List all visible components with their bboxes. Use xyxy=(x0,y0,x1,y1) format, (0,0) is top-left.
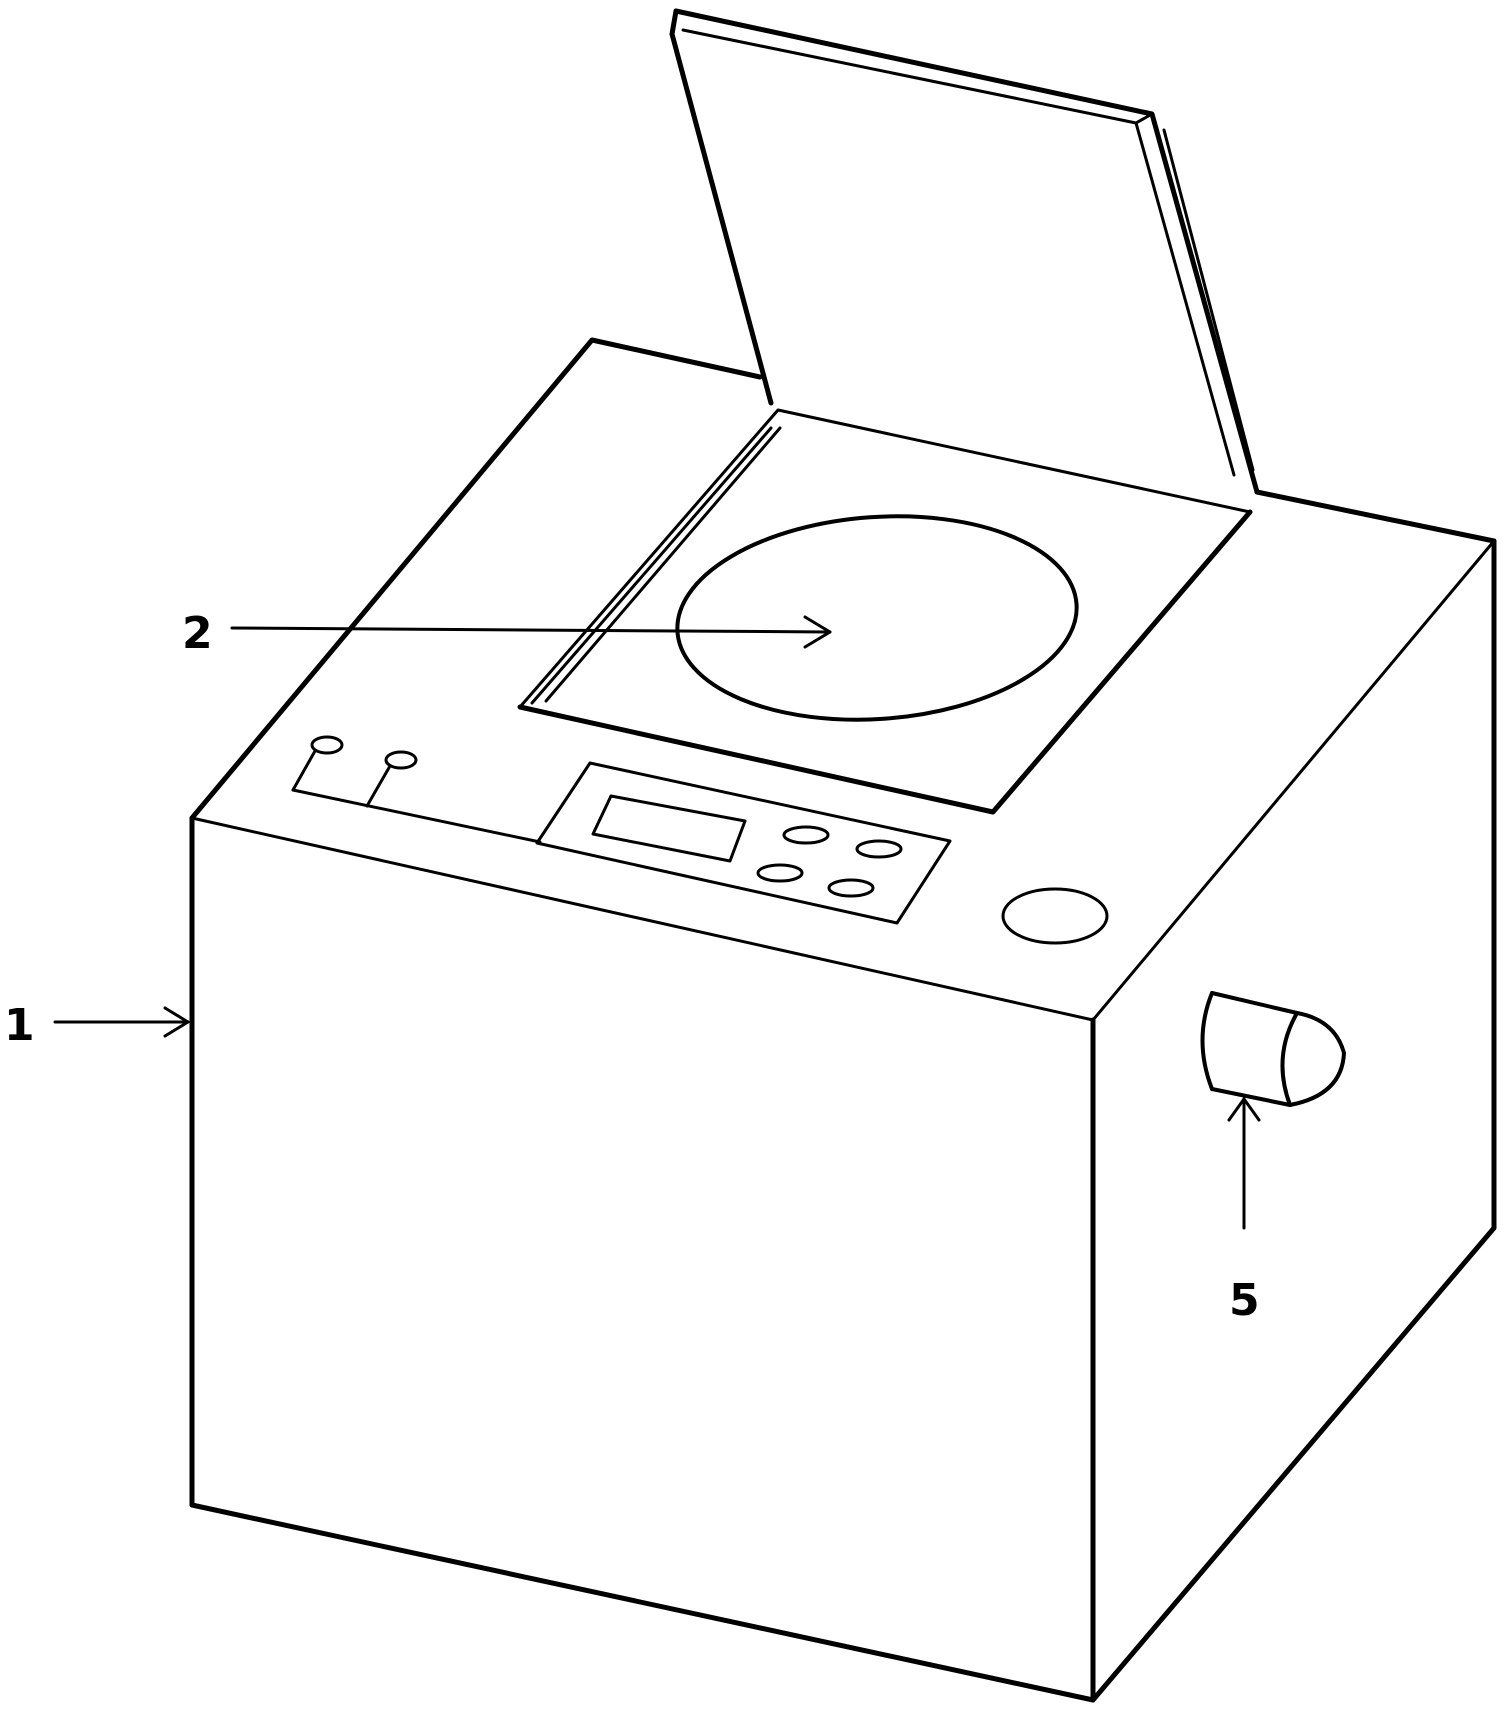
leader-arrow-1 xyxy=(53,1006,190,1038)
indicator-lamps xyxy=(291,735,542,844)
label-side-knob: 5 xyxy=(1229,1275,1260,1326)
leader-arrow-2 xyxy=(230,615,832,649)
side-knob xyxy=(1200,991,1346,1107)
open-lid xyxy=(669,8,1260,495)
turntable-plate xyxy=(675,514,1079,722)
housing-right-face xyxy=(1090,538,1497,1703)
leader-arrow-5 xyxy=(1227,1097,1261,1230)
label-housing: 1 xyxy=(4,1000,35,1051)
indicator-lamp-right xyxy=(384,750,418,770)
label-turntable: 2 xyxy=(182,608,213,659)
housing-top-face xyxy=(189,337,1497,1022)
panel-button-1 xyxy=(782,825,830,845)
housing-front-face xyxy=(189,815,1096,1703)
panel-button-2 xyxy=(855,839,903,859)
panel-button-4 xyxy=(827,878,875,898)
control-panel xyxy=(535,761,952,925)
panel-button-3 xyxy=(756,863,804,883)
display-screen xyxy=(591,794,747,863)
chamber-opening xyxy=(517,408,1253,815)
indicator-lamp-left xyxy=(310,735,344,755)
round-top-port xyxy=(1001,887,1109,945)
